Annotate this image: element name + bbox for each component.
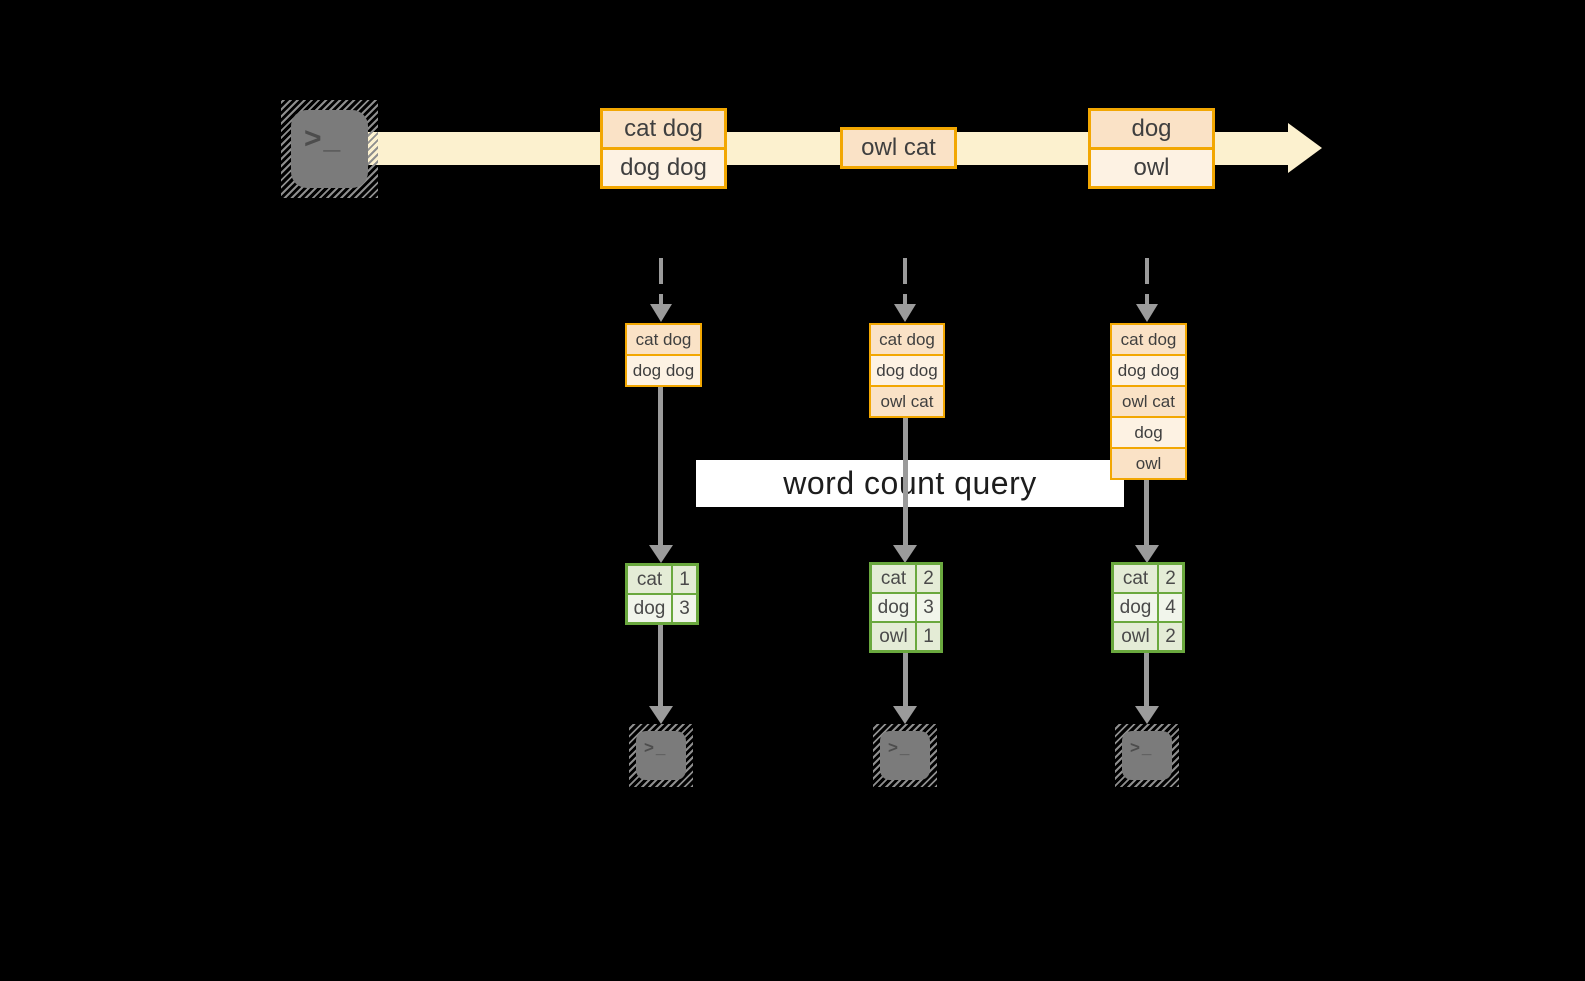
dashed-arrow-down-icon <box>894 258 916 322</box>
buffer-line: owl cat <box>1112 387 1185 416</box>
dashed-arrow-down-icon <box>1136 258 1158 322</box>
terminal-screen: >_ <box>880 731 930 780</box>
buffer-line: cat dog <box>627 325 700 354</box>
count-value-cell: 2 <box>1159 565 1182 592</box>
stream-record-2: owl cat <box>840 127 957 169</box>
query-banner: word count query <box>696 460 1124 507</box>
arrow-line <box>658 387 663 545</box>
count-word-cell: owl <box>872 623 915 650</box>
count-value-cell: 1 <box>917 623 940 650</box>
record-line: cat dog <box>603 111 724 147</box>
consumer-terminal-icon: >_ <box>873 724 937 787</box>
count-word-cell: dog <box>628 595 671 622</box>
consumer-terminal-icon: >_ <box>1115 724 1179 787</box>
arrow-line <box>903 418 908 545</box>
buffer-line: dog dog <box>627 356 700 385</box>
terminal-prompt-icon: >_ <box>888 738 912 757</box>
count-table-3: cat 2 dog 4 owl 2 <box>1111 562 1185 653</box>
record-line: owl <box>1091 150 1212 186</box>
buffer-line: dog <box>1112 418 1185 447</box>
terminal-prompt-icon: >_ <box>304 122 343 155</box>
buffer-line: owl <box>1112 449 1185 478</box>
count-value-cell: 2 <box>917 565 940 592</box>
arrow-down-icon <box>893 706 917 724</box>
record-line: dog dog <box>603 150 724 186</box>
dashed-arrow-down-icon <box>650 258 672 322</box>
count-word-cell: cat <box>872 565 915 592</box>
record-line: owl cat <box>843 130 954 166</box>
count-word-cell: dog <box>1114 594 1157 621</box>
producer-terminal-icon: >_ <box>281 100 378 198</box>
terminal-prompt-icon: >_ <box>644 738 668 757</box>
terminal-screen: >_ <box>636 731 686 780</box>
arrow-line <box>658 625 663 706</box>
arrow-down-icon <box>893 545 917 563</box>
count-table-1: cat 1 dog 3 <box>625 563 699 625</box>
record-buffer-2: cat dog dog dog owl cat <box>869 323 945 418</box>
count-word-cell: dog <box>872 594 915 621</box>
arrow-down-icon <box>1135 545 1159 563</box>
stream-record-1: cat dog dog dog <box>600 108 727 189</box>
arrow-down-icon <box>649 545 673 563</box>
buffer-line: dog dog <box>1112 356 1185 385</box>
record-buffer-3: cat dog dog dog owl cat dog owl <box>1110 323 1187 480</box>
count-word-cell: owl <box>1114 623 1157 650</box>
arrow-line <box>903 653 908 706</box>
record-buffer-1: cat dog dog dog <box>625 323 702 387</box>
event-stream-arrowhead-icon <box>1288 123 1322 173</box>
buffer-line: dog dog <box>871 356 943 385</box>
count-table-2: cat 2 dog 3 owl 1 <box>869 562 943 653</box>
consumer-terminal-icon: >_ <box>629 724 693 787</box>
stream-record-3: dog owl <box>1088 108 1215 189</box>
arrow-line <box>1144 653 1149 706</box>
arrow-down-icon <box>649 706 673 724</box>
query-banner-label: word count query <box>783 465 1037 501</box>
count-value-cell: 4 <box>1159 594 1182 621</box>
buffer-line: owl cat <box>871 387 943 416</box>
buffer-line: cat dog <box>1112 325 1185 354</box>
terminal-prompt-icon: >_ <box>1130 738 1154 757</box>
count-value-cell: 1 <box>673 566 696 593</box>
terminal-screen: >_ <box>291 110 368 188</box>
buffer-line: cat dog <box>871 325 943 354</box>
arrow-line <box>1144 480 1149 545</box>
count-word-cell: cat <box>628 566 671 593</box>
record-line: dog <box>1091 111 1212 147</box>
terminal-screen: >_ <box>1122 731 1172 780</box>
count-value-cell: 3 <box>673 595 696 622</box>
arrow-down-icon <box>1135 706 1159 724</box>
count-value-cell: 2 <box>1159 623 1182 650</box>
count-value-cell: 3 <box>917 594 940 621</box>
count-word-cell: cat <box>1114 565 1157 592</box>
